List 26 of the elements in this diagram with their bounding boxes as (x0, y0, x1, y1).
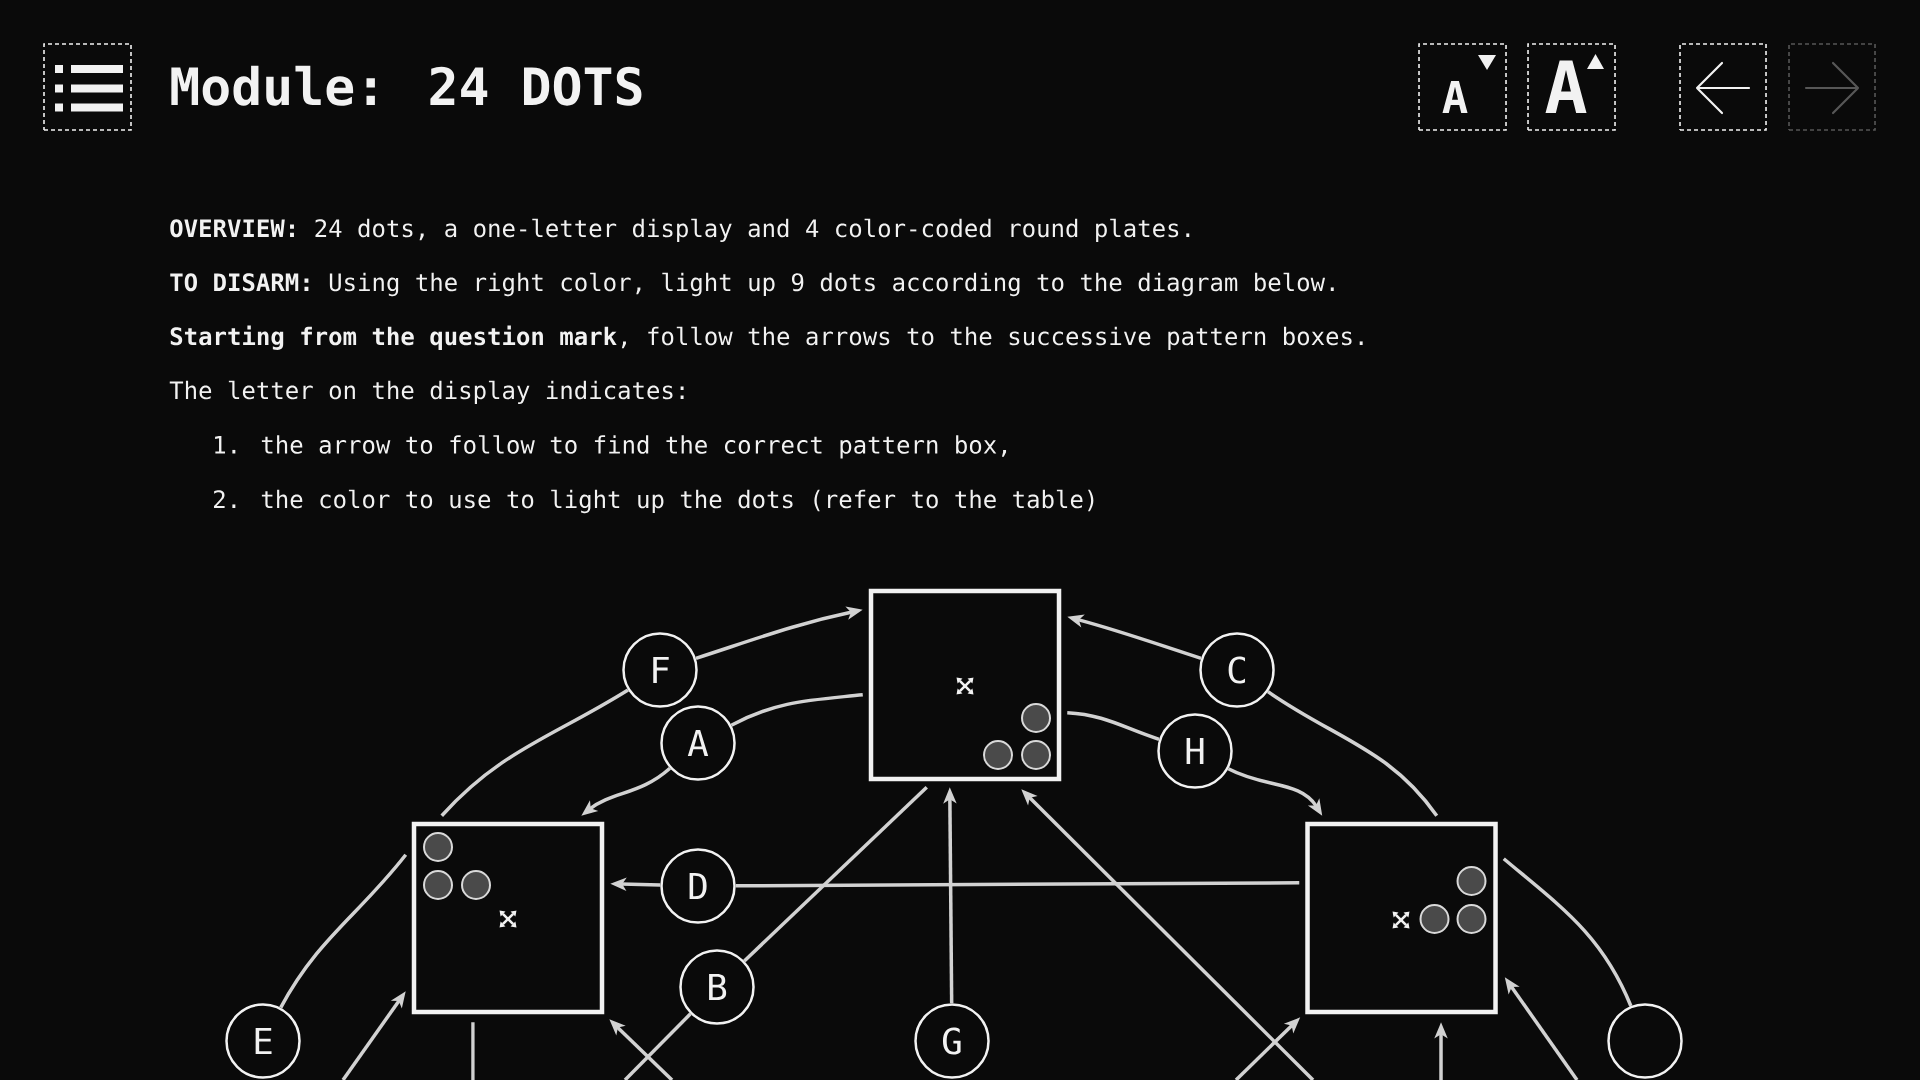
connector-line (735, 881, 1300, 888)
font-size-button: A (1418, 43, 1507, 131)
pattern-box (411, 821, 605, 1015)
connector-line (743, 786, 928, 963)
instruction-text: The letter on the display indicates: (169, 380, 684, 404)
circle (1607, 1003, 1683, 1079)
font-size-button: A (1527, 43, 1616, 131)
menu-button (43, 43, 132, 131)
forward-button (1788, 43, 1876, 131)
connector-line (440, 688, 629, 817)
instruction-text: OVERVIEW: 24 dots, a one-letter display and 4 color-coded round plates. (170, 218, 1190, 242)
connector-line (1502, 857, 1633, 1007)
connector-line (1067, 711, 1160, 741)
list-item: 1. the arrow to follow to find the correct pattern box, (215, 435, 1007, 459)
connector-line (471, 1022, 475, 1080)
pattern-box (868, 588, 1062, 782)
instruction-text: Starting from the question mark, follow the arrows to the successive pattern boxes. (170, 325, 1363, 350)
list-item: 2. the color to use to light up the dots (refer to the table) (214, 489, 1094, 514)
instruction-text: TO DISARM: Using the right color, light up 9 dots according to the diagram below. (170, 272, 1334, 297)
connector-line (1266, 690, 1439, 817)
connector-line (623, 1012, 692, 1080)
pattern-box (1305, 821, 1498, 1015)
title: Module: 24 DOTS (171, 65, 642, 106)
connector-line (279, 853, 408, 1009)
back-button (1679, 43, 1767, 131)
connector-line (730, 693, 863, 727)
